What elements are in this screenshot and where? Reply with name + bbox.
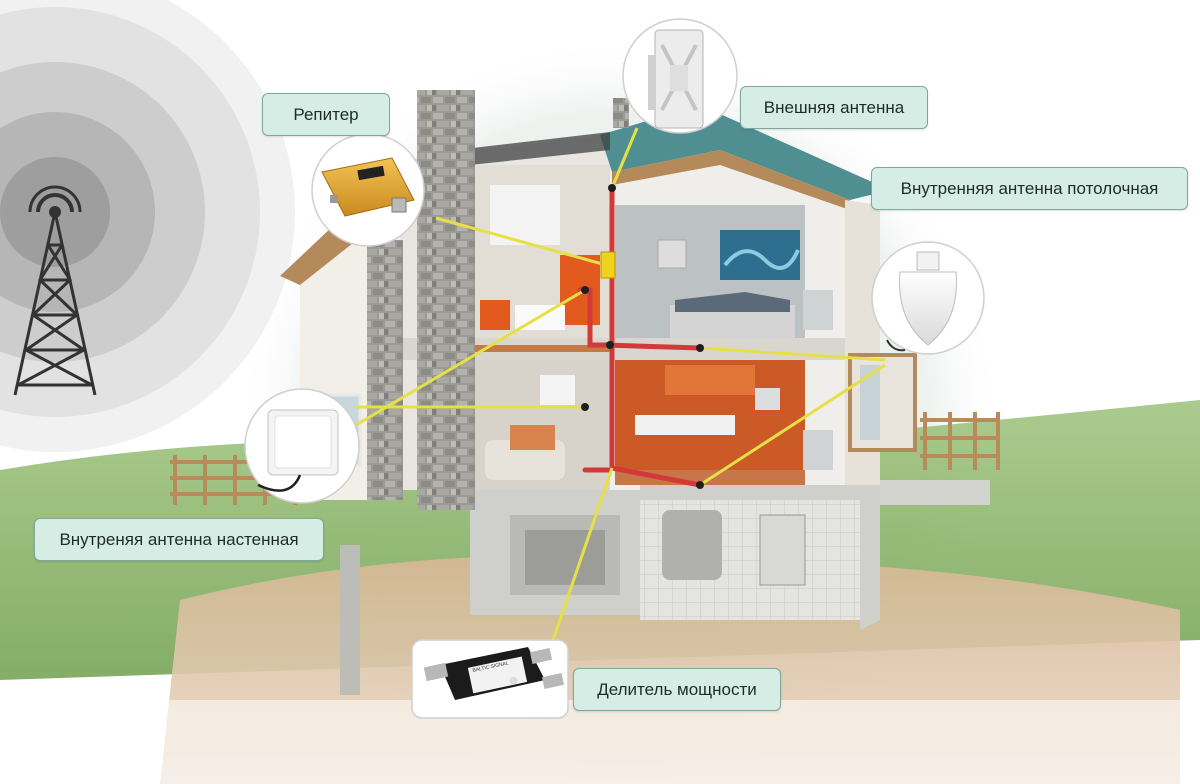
connection-points [581, 184, 704, 489]
callout-lines [355, 127, 886, 656]
label-wall-antenna: Внутреняя антенна настенная [34, 518, 324, 561]
repeater-marker [600, 251, 616, 279]
label-power-splitter: Делитель мощности [573, 668, 781, 711]
external-antenna-bubble [622, 18, 738, 134]
fence-right [920, 412, 1000, 470]
repeater-device-bubble [311, 133, 425, 247]
label-repeater: Репитер [262, 93, 390, 136]
wall-antenna-bubble [244, 388, 360, 504]
ceiling-antenna-bubble [871, 241, 985, 355]
cell-tower-icon [0, 0, 295, 452]
power-splitter-bubble: BALTIC SIGNAL [411, 639, 569, 719]
label-ceiling-antenna: Внутренняя антенна потолочная [871, 167, 1188, 210]
label-external-antenna: Внешняя антенна [740, 86, 928, 129]
house-cutaway [280, 90, 990, 695]
